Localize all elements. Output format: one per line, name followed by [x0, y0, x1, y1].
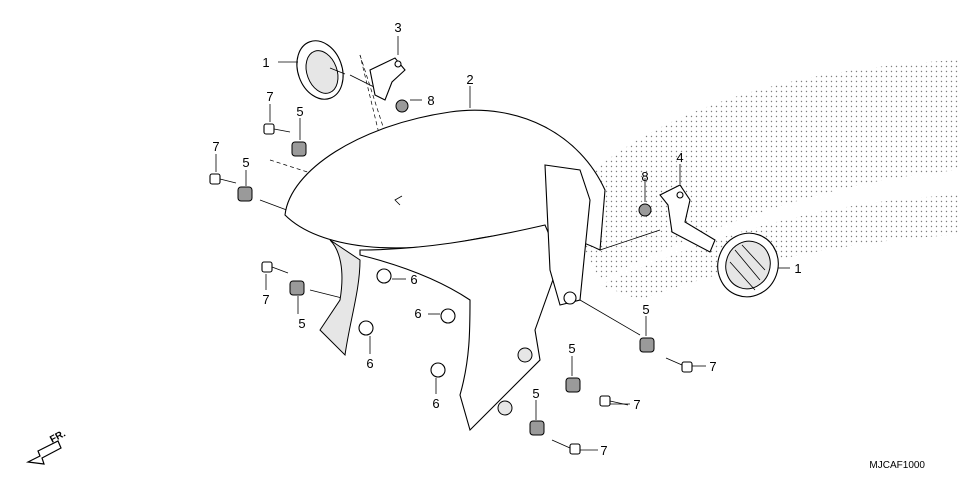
- callout-6: 6: [414, 306, 421, 321]
- callout-5: 5: [642, 302, 649, 317]
- reflector-right: [717, 232, 779, 298]
- callout-7: 7: [266, 89, 273, 104]
- callout-5: 5: [242, 155, 249, 170]
- callout-5: 5: [296, 104, 303, 119]
- nuts: [395, 99, 652, 217]
- callout-5: 5: [568, 341, 575, 356]
- collars: [237, 141, 655, 436]
- reflector-left: [296, 40, 346, 100]
- callout-6: 6: [432, 396, 439, 411]
- callout-3: 3: [394, 20, 401, 35]
- callout-7: 7: [633, 397, 640, 412]
- front-fender: [284, 109, 606, 432]
- callout-1: 1: [262, 55, 269, 70]
- callout-8: 8: [427, 93, 434, 108]
- callout-1: 1: [794, 261, 801, 276]
- callout-leaders: [215, 36, 790, 451]
- reflector-stay-right: [659, 184, 716, 253]
- callout-7: 7: [600, 443, 607, 458]
- bolts: [209, 123, 693, 455]
- callout-6: 6: [366, 356, 373, 371]
- reflector-stay-left: [369, 57, 406, 101]
- callout-8: 8: [641, 169, 648, 184]
- diagram-code: MJCAF1000: [869, 460, 925, 471]
- callout-labels: 1 3 2 8 7 5 7 5 7 5 6 6 6 6 8 4 1 5 7 5 …: [212, 20, 801, 458]
- callout-4: 4: [676, 150, 683, 165]
- callout-6: 6: [410, 272, 417, 287]
- callout-5: 5: [298, 316, 305, 331]
- callout-7: 7: [212, 139, 219, 154]
- front-direction-label: FR.: [48, 428, 68, 445]
- front-arrow-icon: [25, 440, 62, 465]
- callout-2: 2: [466, 72, 473, 87]
- brand-watermark: [560, 60, 960, 300]
- callout-5: 5: [532, 386, 539, 401]
- grommets: [358, 268, 456, 378]
- callout-7: 7: [262, 292, 269, 307]
- front-direction-indicator: FR.: [25, 428, 68, 465]
- callout-7: 7: [709, 359, 716, 374]
